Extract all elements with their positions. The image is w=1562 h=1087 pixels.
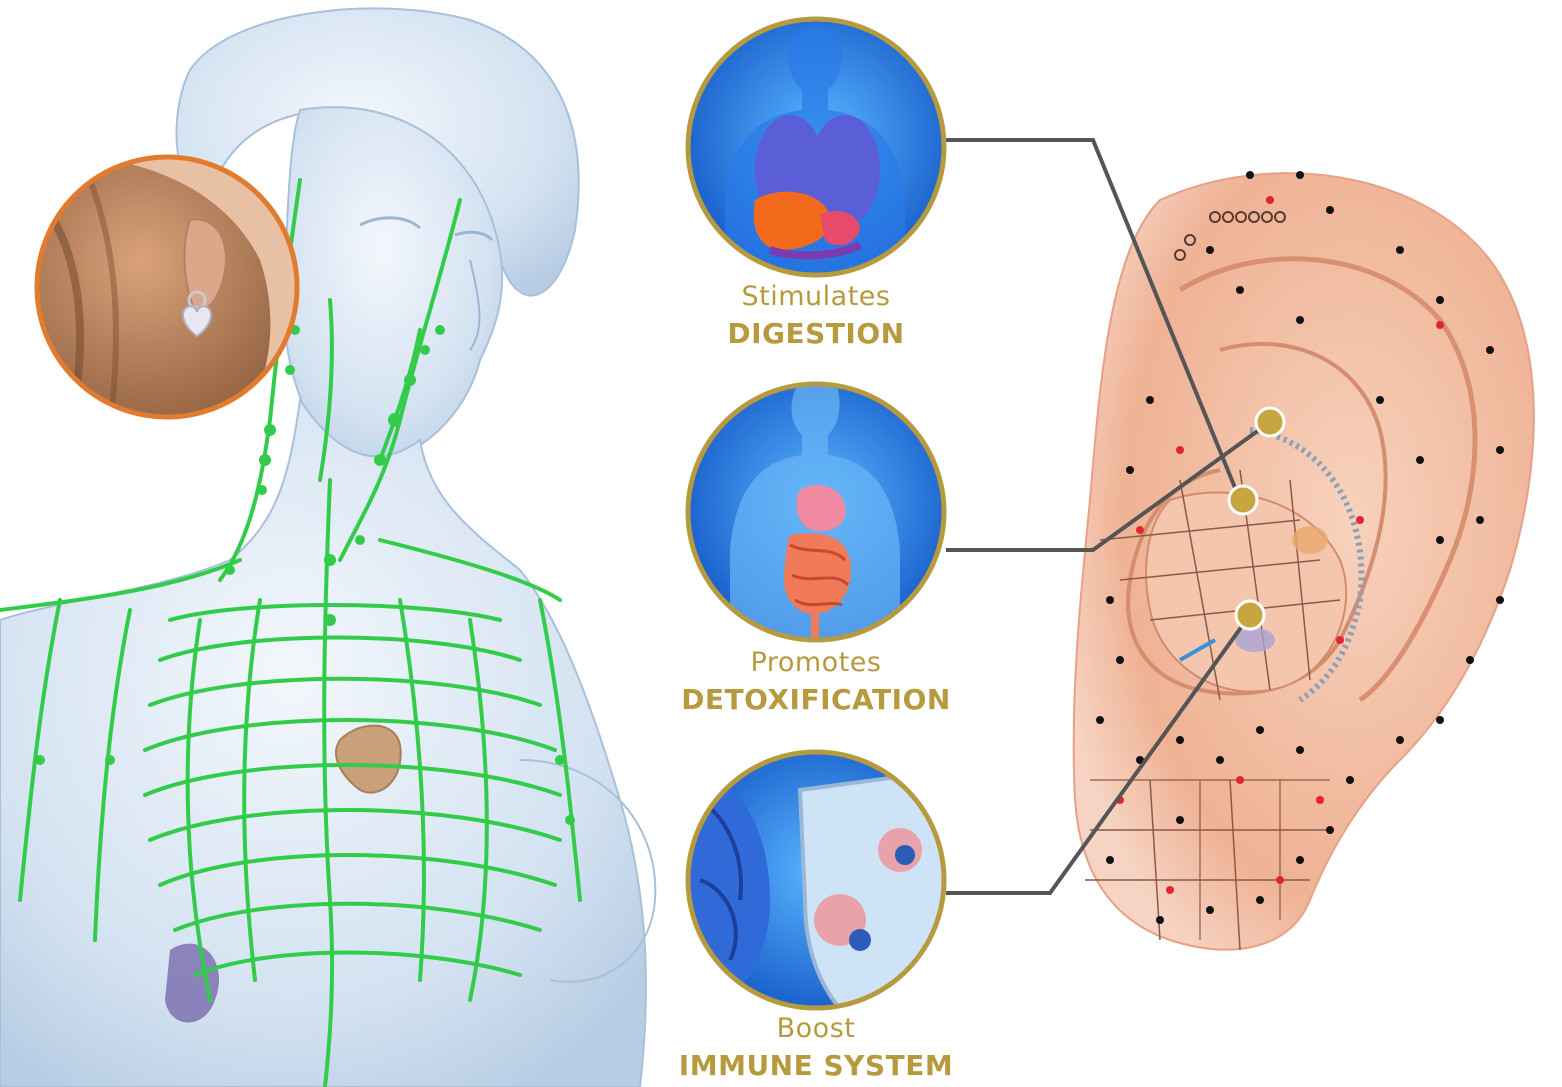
benefit-caption-digestion: Stimulates DIGESTION: [636, 279, 996, 353]
ear-reflexology-chart: [1072, 171, 1535, 951]
benefit-caption-immune-system: Boost IMMUNE SYSTEM: [636, 1011, 996, 1085]
lymphatic-body-figure: [0, 7, 657, 1087]
benefit-verb: Stimulates: [741, 281, 891, 312]
benefit-verb: Promotes: [750, 647, 882, 678]
intestines-icon: [685, 381, 947, 643]
ear-point-markers: [1227, 406, 1286, 631]
connector-lines: [946, 138, 1272, 895]
ear-photo-inset: [34, 154, 300, 420]
benefit-verb: Boost: [776, 1013, 856, 1044]
benefit-title: IMMUNE SYSTEM: [678, 1049, 954, 1082]
benefit-caption-detoxification: Promotes DETOXIFICATION: [636, 645, 996, 719]
immune-shield-icon: [685, 749, 947, 1011]
benefit-title: DIGESTION: [727, 317, 905, 350]
digestion-organs-icon: [685, 16, 947, 278]
benefit-title: DETOXIFICATION: [681, 683, 951, 716]
